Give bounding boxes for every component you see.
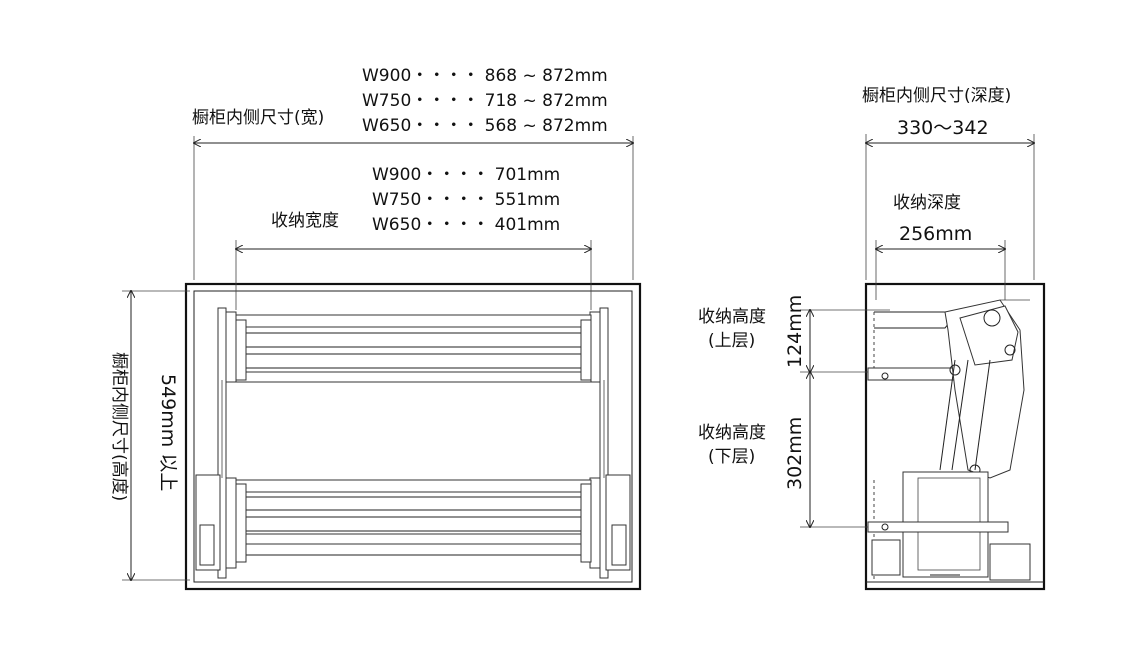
cabinet-inner-depth-label: 橱柜内侧尺寸(深度) [862,86,1011,106]
side-arm-mechanism [939,299,1030,479]
cabinet-inner-depth-value: 330～342 [897,117,989,139]
storage-depth-value: 256mm [899,223,972,245]
storage-width-label: 收纳宽度 [271,211,339,231]
cabinet-width-value-w750: W750・・・・ 718 ~ 872mm [362,91,608,111]
upper-height-label-line1: 收纳高度 [698,307,766,327]
lower-height-label-line1: 收纳高度 [698,423,766,443]
front-lower-shelf [235,479,592,563]
front-right-rail [589,307,631,579]
front-left-rail [195,307,237,579]
front-cabinet-inner [193,290,633,583]
upper-height-value: 124mm [784,295,806,368]
cabinet-width-value-w900: W900・・・・ 868 ~ 872mm [362,66,608,86]
cabinet-inner-height-label: 橱柜内侧尺寸(高度) [109,352,129,501]
storage-width-value-w750: W750・・・・ 551mm [372,190,560,210]
front-upper-shelf [235,314,592,383]
cabinet-inner-height-value: 549mm 以上 [157,374,179,491]
storage-width-value-w900: W900・・・・ 701mm [372,165,560,185]
side-lower-basket [867,471,1031,581]
front-view: W900・・・・ 868 ~ 872mm W750・・・・ 718 ~ 872m… [109,66,642,591]
lower-height-label-line2: (下层) [708,447,755,467]
cabinet-inner-width-label: 橱柜内侧尺寸(宽) [192,108,324,128]
storage-depth-label: 收纳深度 [893,193,961,213]
front-cabinet-outer [184,282,642,591]
side-cabinet-outer [864,282,1046,591]
cabinet-width-value-w650: W650・・・・ 568 ~ 872mm [362,116,608,136]
upper-height-label-line2: (上层) [708,331,755,351]
storage-width-value-w650: W650・・・・ 401mm [372,215,560,235]
side-view: 橱柜内侧尺寸(深度) 330～342 收纳深度 256mm 收纳高度 (上层) … [698,86,1046,591]
lower-height-value: 302mm [784,417,806,490]
